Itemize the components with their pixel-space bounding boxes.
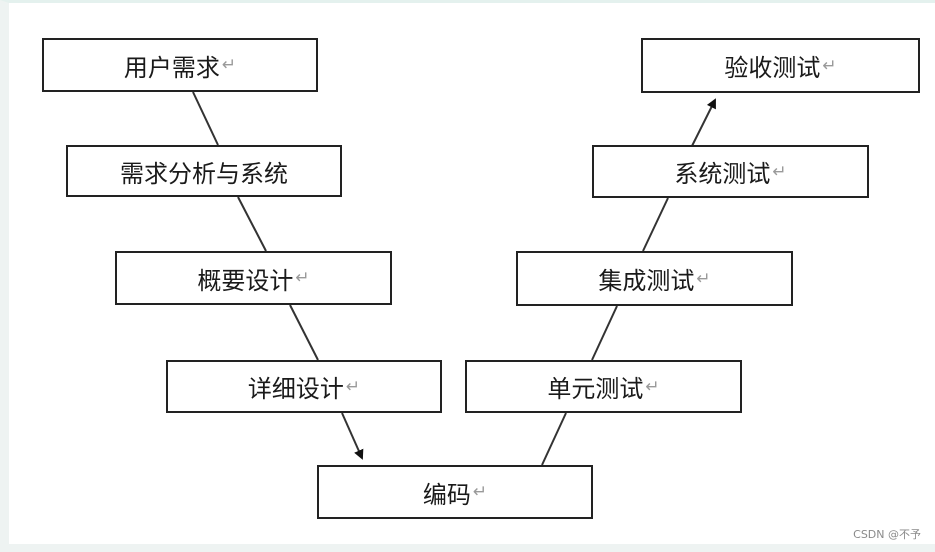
label-user-requirements: 用户需求 [123,53,220,82]
connector-coding-to-unit [541,412,567,466]
paragraph-mark-icon: ↵ [472,482,488,502]
label-unit-test: 单元测试 [547,375,644,403]
box-user-requirements: 用户需求↵ [42,38,318,92]
paragraph-mark-icon: ↵ [645,376,660,397]
label-detailed-design: 详细设计 [247,375,344,403]
label-coding: 编码 [422,480,471,509]
label-acceptance-test: 验收测试 [724,54,821,82]
connector-integration-to-system [642,197,669,252]
label-integration-test: 集成测试 [598,267,695,295]
paragraph-mark-icon: ↵ [822,55,837,76]
connector-analysis-to-outline [237,196,267,252]
paragraph-mark-icon: ↵ [772,161,787,182]
label-system-test: 系统测试 [674,160,771,188]
box-unit-test: 单元测试↵ [465,360,742,413]
connector-outline-to-detailed [289,304,319,361]
box-requirements-analysis: 需求分析与系统 [66,145,342,197]
watermark: CSDN @不予 [853,528,921,541]
box-system-test: 系统测试↵ [592,145,869,198]
paragraph-mark-icon: ↵ [696,268,711,289]
connector-user-to-analysis [192,91,219,146]
label-outline-design: 概要设计 [197,266,294,295]
connector-unit-to-integration [591,305,618,361]
box-detailed-design: 详细设计↵ [166,360,442,413]
label-requirements-analysis: 需求分析与系统 [120,159,288,188]
paragraph-mark-icon: ↵ [295,268,310,288]
box-acceptance-test: 验收测试↵ [641,38,920,93]
paragraph-mark-icon: ↵ [221,55,237,75]
box-coding: 编码↵ [317,465,593,519]
arrow-system-to-acceptance [691,98,716,147]
box-integration-test: 集成测试↵ [516,251,793,306]
arrow-detailed-to-coding [341,412,364,460]
paragraph-mark-icon: ↵ [345,376,361,397]
box-outline-design: 概要设计↵ [115,251,392,305]
